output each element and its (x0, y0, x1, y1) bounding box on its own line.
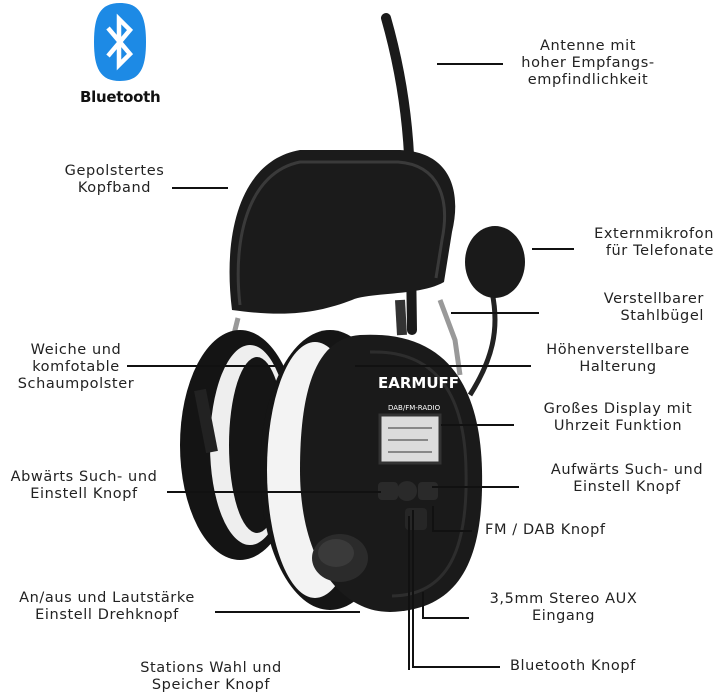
leader-display (441, 424, 514, 426)
bluetooth-icon (94, 3, 146, 81)
microphone-foam (465, 226, 525, 298)
microphone-boom (467, 291, 498, 397)
leader-mic (532, 248, 574, 250)
label-bluetooth-button: Bluetooth Knopf (510, 658, 636, 674)
fm-dab-button[interactable] (405, 508, 427, 530)
bluetooth-logo-text: Bluetooth (80, 88, 161, 106)
bluetooth-button[interactable] (397, 481, 417, 501)
leader-station-v (408, 516, 410, 670)
brand-logo: EARMUFF (378, 374, 459, 392)
seek-up-button[interactable] (418, 482, 438, 500)
leader-aux-v (422, 592, 424, 619)
leader-seek-down (167, 491, 381, 493)
leader-seek-up (432, 486, 519, 488)
leader-bracket (451, 312, 539, 314)
leader-aux (422, 617, 469, 619)
leader-antenna (437, 63, 503, 65)
seek-down-button[interactable] (378, 482, 398, 500)
leader-foam (127, 365, 277, 367)
leader-height (355, 365, 531, 367)
leader-bluetooth-v (412, 510, 414, 667)
leader-power-volume (215, 611, 360, 613)
leader-fm-dab-v (432, 506, 434, 531)
display-label: DAB/FM-RADIO (388, 404, 441, 412)
leader-headband (172, 187, 228, 189)
leader-fm-dab (432, 530, 472, 532)
label-fm-dab: FM / DAB Knopf (485, 522, 606, 538)
headband (229, 150, 456, 314)
leader-bluetooth (412, 666, 500, 668)
